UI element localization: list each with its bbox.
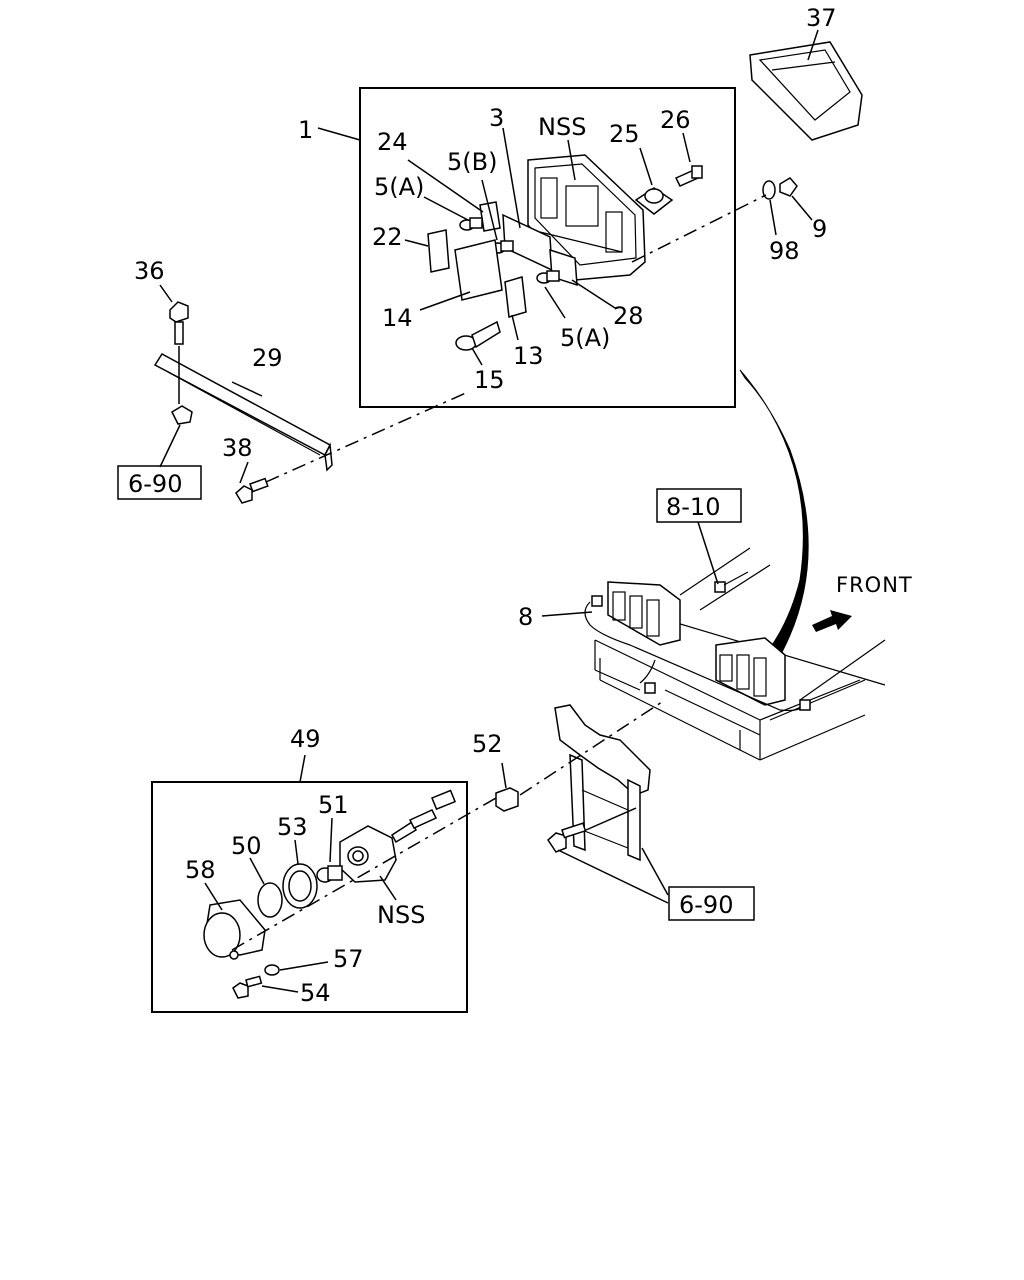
assembly-line-49	[231, 797, 497, 951]
bulb-51	[316, 865, 343, 883]
lamp-housing	[527, 154, 646, 281]
svg-text:6-90: 6-90	[128, 470, 182, 498]
assembly-box-1	[359, 87, 736, 408]
callout-53: 53	[277, 813, 308, 841]
callout-14: 14	[382, 304, 413, 332]
rear-frame	[594, 547, 886, 761]
lamp-body-nss	[339, 789, 457, 883]
callout-3: 3	[489, 104, 504, 132]
rear-lamp-right	[715, 637, 786, 706]
nut-9	[779, 177, 798, 197]
gasket-24	[479, 201, 501, 232]
front-arrow-icon	[812, 610, 852, 632]
rear-lamp-left	[607, 581, 681, 646]
lens-58	[203, 899, 266, 960]
callout-54: 54	[300, 979, 331, 1007]
callout-15: 15	[474, 366, 505, 394]
cover-37	[749, 41, 863, 141]
screw-26	[674, 165, 703, 187]
bolt-36	[169, 301, 189, 345]
screw-54	[232, 975, 263, 999]
callout-26: 26	[660, 106, 691, 134]
assembly-box-49	[151, 781, 468, 1013]
pad-22	[427, 229, 450, 273]
reference-6-90-left[interactable]: 6-90	[117, 465, 202, 500]
callout-5b: 5(B)	[447, 148, 497, 176]
callout-28: 28	[613, 302, 644, 330]
callout-37: 37	[806, 4, 837, 32]
clip-52	[495, 787, 519, 812]
svg-text:8-10: 8-10	[666, 493, 720, 521]
callout-58: 58	[185, 856, 216, 884]
callout-52: 52	[472, 730, 503, 758]
harness-8	[584, 571, 811, 712]
callout-9: 9	[812, 215, 827, 243]
reference-6-90-right[interactable]: 6-90	[668, 886, 755, 921]
callout-8: 8	[518, 603, 533, 631]
gasket-53	[282, 863, 318, 909]
callout-57: 57	[333, 945, 364, 973]
callout-5a-upper: 5(A)	[374, 173, 424, 201]
callout-1: 1	[298, 116, 313, 144]
callout-25: 25	[609, 120, 640, 148]
seal-50	[257, 882, 283, 918]
callout-51: 51	[318, 791, 349, 819]
assembly-line-98	[631, 194, 767, 263]
callout-36: 36	[134, 257, 165, 285]
callout-38: 38	[222, 434, 253, 462]
socket-25	[634, 187, 674, 215]
bracket-29	[153, 353, 333, 472]
callout-22: 22	[372, 223, 403, 251]
svg-text:6-90: 6-90	[679, 891, 733, 919]
callout-13: 13	[513, 342, 544, 370]
direction-arrow	[739, 369, 809, 653]
nss-label-top: NSS	[538, 113, 586, 141]
bolt-6-90	[547, 822, 587, 853]
callout-5a-lower: 5(A)	[560, 324, 610, 352]
bulb-5a-lower	[536, 270, 560, 284]
callout-49: 49	[290, 725, 321, 753]
callout-50: 50	[231, 832, 262, 860]
reference-8-10[interactable]: 8-10	[656, 488, 742, 523]
assembly-line-1	[265, 391, 469, 483]
screw-15	[455, 320, 501, 351]
washer-98	[762, 180, 776, 200]
callout-29: 29	[252, 344, 283, 372]
callout-24: 24	[377, 128, 408, 156]
bulb-5a-upper	[459, 217, 483, 231]
washer-57	[264, 964, 280, 976]
pad-13	[504, 276, 527, 318]
nss-label-bottom: NSS	[377, 901, 425, 929]
cover-14	[454, 239, 503, 301]
callout-98: 98	[769, 237, 800, 265]
front-label: FRONT	[836, 573, 913, 597]
nut-6-90	[171, 405, 193, 425]
